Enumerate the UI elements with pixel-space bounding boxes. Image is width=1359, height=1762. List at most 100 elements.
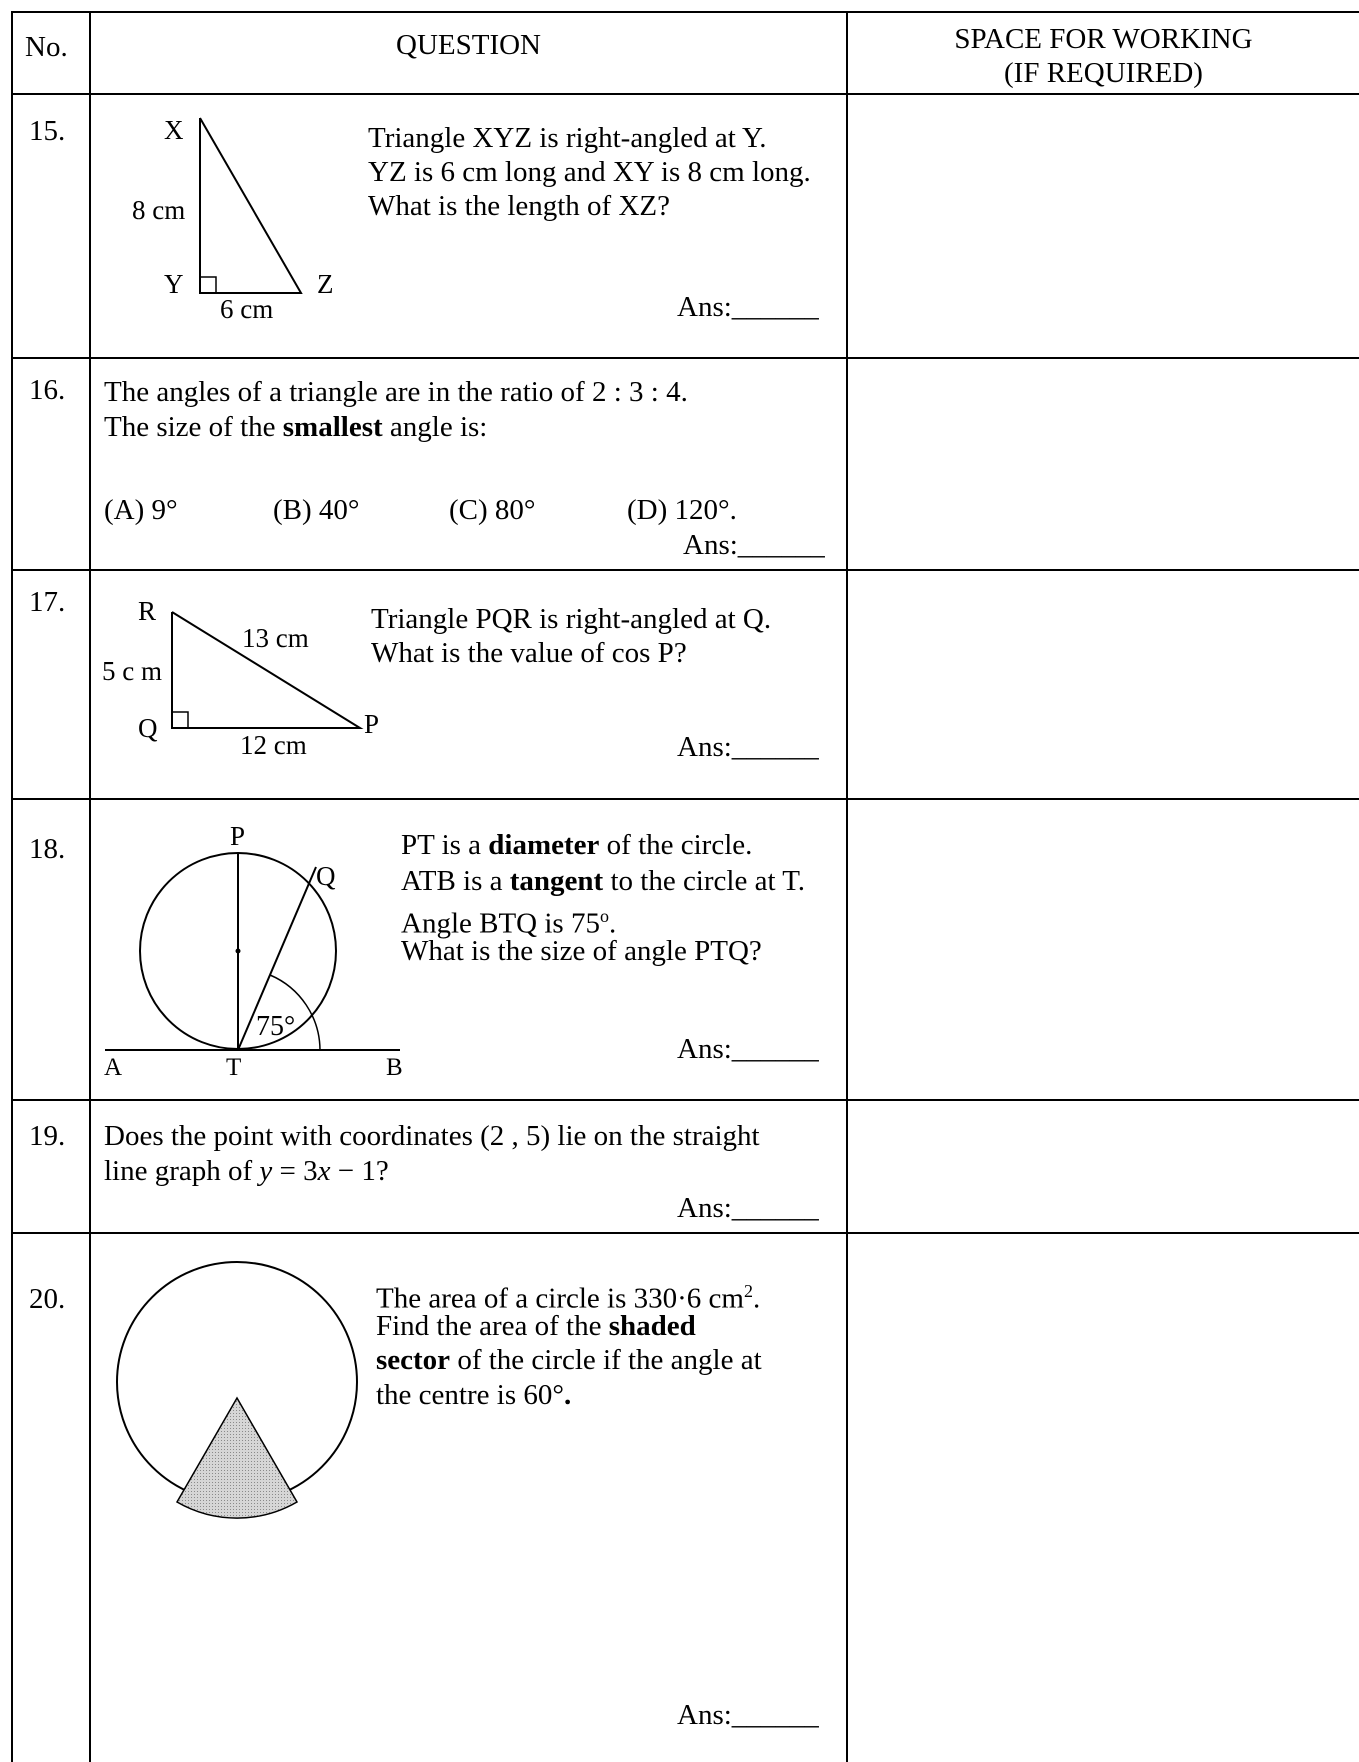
q15-line-1: Triangle XYZ is right-angled at Y. xyxy=(368,122,767,154)
triangle-xyz xyxy=(199,117,303,294)
q20-emphasis-sector: sector xyxy=(376,1344,451,1376)
angle-label-75: 75° xyxy=(256,1011,295,1042)
q16-emphasis-smallest: smallest xyxy=(282,411,383,443)
q18-text: . xyxy=(608,907,617,940)
q20-text: the centre is 60° xyxy=(376,1379,564,1411)
circle-sector-diagram xyxy=(116,1261,358,1519)
q18-text: Angle BTQ is 75 xyxy=(401,907,600,940)
q16-text: The size of the xyxy=(104,411,283,443)
q20-text: The area of a circle is 330·6 cm xyxy=(376,1282,744,1315)
q20-text: . xyxy=(752,1282,761,1315)
chord-tq xyxy=(237,866,317,1051)
q20-line-1: The area of a circle is 330·6 cm2. xyxy=(376,1274,760,1316)
q16-option-a[interactable]: (A) 9° xyxy=(104,494,178,526)
answer-blank-19[interactable]: Ans: xyxy=(677,1191,819,1225)
degree-superscript: o xyxy=(599,906,609,926)
row-divider-header xyxy=(11,93,1359,95)
q18-text: ATB is a xyxy=(401,865,510,897)
q19-text: = 3 xyxy=(272,1155,318,1187)
header-question: QUESTION xyxy=(396,29,541,61)
vertex-label-p: P xyxy=(364,709,379,739)
q20-emphasis-shaded: shaded xyxy=(608,1310,696,1342)
q18-line-4: What is the size of angle PTQ? xyxy=(401,935,762,967)
side-label-xy: 8 cm xyxy=(132,195,185,225)
q18-emphasis-tangent: tangent xyxy=(509,865,604,897)
row-divider-18 xyxy=(11,1099,1359,1101)
circle-centre xyxy=(235,948,241,954)
q16-option-c[interactable]: (C) 80° xyxy=(449,494,536,526)
vertex-label-p: P xyxy=(230,821,245,851)
row-divider-17 xyxy=(11,798,1359,800)
q18-line-1: PT is a diameter of the circle. xyxy=(401,828,752,862)
angle-arc-btq xyxy=(269,974,321,1051)
triangle-pqr xyxy=(171,611,364,729)
q19-line-2: line graph of y = 3x − 1? xyxy=(104,1154,389,1188)
q16-option-b[interactable]: (B) 40° xyxy=(273,494,360,526)
question-number-17: 17. xyxy=(29,586,66,618)
q16-option-d[interactable]: (D) 120°. xyxy=(627,494,737,526)
row-divider-19 xyxy=(11,1232,1359,1234)
q19-text: − 1? xyxy=(330,1155,389,1187)
side-label-qp: 12 cm xyxy=(240,730,307,760)
vertex-label-x: X xyxy=(164,115,184,145)
q18-text: of the circle. xyxy=(599,829,753,861)
q16-text: angle is: xyxy=(382,411,488,443)
table-border-top xyxy=(11,11,1359,13)
side-label-rp: 13 cm xyxy=(242,623,309,653)
q19-line-1: Does the point with coordinates (2 , 5) … xyxy=(104,1120,760,1152)
right-angle-mark-y xyxy=(199,276,217,294)
answer-blank-16[interactable]: Ans: xyxy=(683,528,825,562)
vertex-label-q: Q xyxy=(316,861,336,891)
q16-line-1: The angles of a triangle are in the rati… xyxy=(104,376,688,408)
point-label-a: A xyxy=(104,1054,122,1081)
q17-line-2: What is the value of cos P? xyxy=(371,637,687,669)
side-label-yz: 6 cm xyxy=(220,294,273,324)
q20-line-3: sector of the circle if the angle at xyxy=(376,1343,762,1377)
vertex-label-z: Z xyxy=(317,269,334,299)
q18-emphasis-diameter: diameter xyxy=(488,829,600,861)
question-number-20: 20. xyxy=(29,1283,66,1315)
question-number-15: 15. xyxy=(29,115,66,147)
side-label-rq: 5 c m xyxy=(102,656,162,686)
point-label-b: B xyxy=(386,1054,403,1081)
vertex-label-r: R xyxy=(138,596,156,626)
point-label-t: T xyxy=(226,1054,241,1081)
q20-emphasis-period: . xyxy=(563,1379,572,1411)
table-border-left xyxy=(11,11,13,1762)
q15-line-2: YZ is 6 cm long and XY is 8 cm long. xyxy=(368,156,811,188)
q19-text: line graph of xyxy=(104,1155,260,1187)
q19-var-x: x xyxy=(317,1155,331,1187)
header-no: No. xyxy=(25,31,68,63)
header-working-line1: SPACE FOR WORKING xyxy=(954,23,1253,55)
row-divider-16 xyxy=(11,569,1359,571)
q20-text: Find the area of the xyxy=(376,1310,609,1342)
triangle-xyz-diagram: X 8 cm Y Z 6 cm xyxy=(132,115,334,324)
question-number-19: 19. xyxy=(29,1120,66,1152)
q15-line-3: What is the length of XZ? xyxy=(368,190,670,222)
q18-text: to the circle at T. xyxy=(603,865,806,897)
q19-var-y: y xyxy=(259,1155,273,1187)
vertex-label-q: Q xyxy=(138,713,158,743)
answer-blank-15[interactable]: Ans: xyxy=(677,290,819,324)
q20-text: of the circle if the angle at xyxy=(450,1344,762,1376)
q20-line-4: the centre is 60°. xyxy=(376,1378,571,1412)
right-angle-mark-q xyxy=(171,711,189,729)
answer-blank-18[interactable]: Ans: xyxy=(677,1032,819,1066)
row-divider-15 xyxy=(11,357,1359,359)
question-number-16: 16. xyxy=(29,374,66,406)
question-number-18: 18. xyxy=(29,833,66,865)
header-working: SPACE FOR WORKING (IF REQUIRED) xyxy=(848,22,1359,90)
answer-blank-20[interactable]: Ans: xyxy=(677,1698,819,1732)
q16-line-2: The size of the smallest angle is: xyxy=(104,410,487,444)
shaded-sector xyxy=(175,1396,299,1519)
vertex-label-y: Y xyxy=(164,269,184,299)
squared-superscript: 2 xyxy=(743,1281,753,1301)
circle-tangent-diagram: P Q 75° A T B xyxy=(104,821,403,1081)
q17-line-1: Triangle PQR is right-angled at Q. xyxy=(371,603,772,635)
q18-line-3: Angle BTQ is 75o. xyxy=(401,899,616,941)
q20-line-2: Find the area of the shaded xyxy=(376,1309,696,1343)
triangle-pqr-diagram: R 13 cm 5 c m Q P 12 cm xyxy=(102,596,379,760)
table-divider-number xyxy=(89,11,91,1762)
q18-text: PT is a xyxy=(401,829,489,861)
answer-blank-17[interactable]: Ans: xyxy=(677,730,819,764)
